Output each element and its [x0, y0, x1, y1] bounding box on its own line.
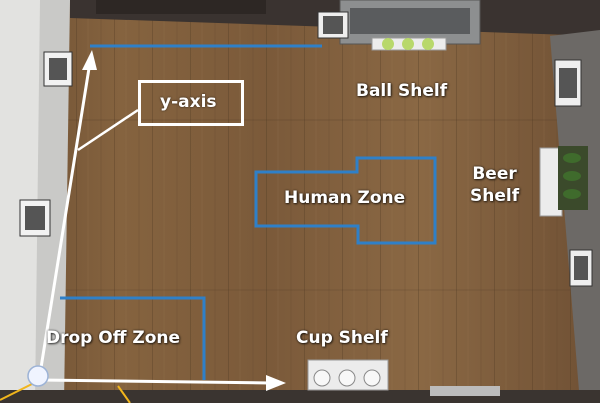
beer-shelf	[539, 146, 588, 217]
ball-shelf	[371, 37, 447, 51]
qr-marker	[43, 51, 73, 87]
cup-shelf	[307, 359, 389, 391]
origin-marker	[27, 365, 49, 387]
y-axis-arrow	[38, 61, 92, 375]
y-axis-callout-line	[77, 108, 139, 152]
ball-shelf-label: Ball Shelf	[356, 81, 448, 101]
beer-shelf-label-line1: Beer	[472, 164, 517, 184]
accent-line	[0, 381, 37, 401]
y-axis-label-box	[138, 80, 244, 126]
x-axis-arrow	[39, 378, 271, 385]
drop-off-zone-outline	[60, 296, 206, 380]
beer-shelf-label: Beer Shelf	[470, 163, 519, 207]
human-zone-label: Human Zone	[284, 188, 406, 208]
cup-shelf-label: Cup Shelf	[296, 328, 388, 348]
y-axis-label: y-axis	[160, 92, 217, 112]
drop-off-zone-label: Drop Off Zone	[46, 328, 181, 348]
human-zone-outline	[254, 156, 437, 245]
right-wall	[550, 30, 600, 403]
beer-shelf-label-line2: Shelf	[470, 186, 520, 206]
